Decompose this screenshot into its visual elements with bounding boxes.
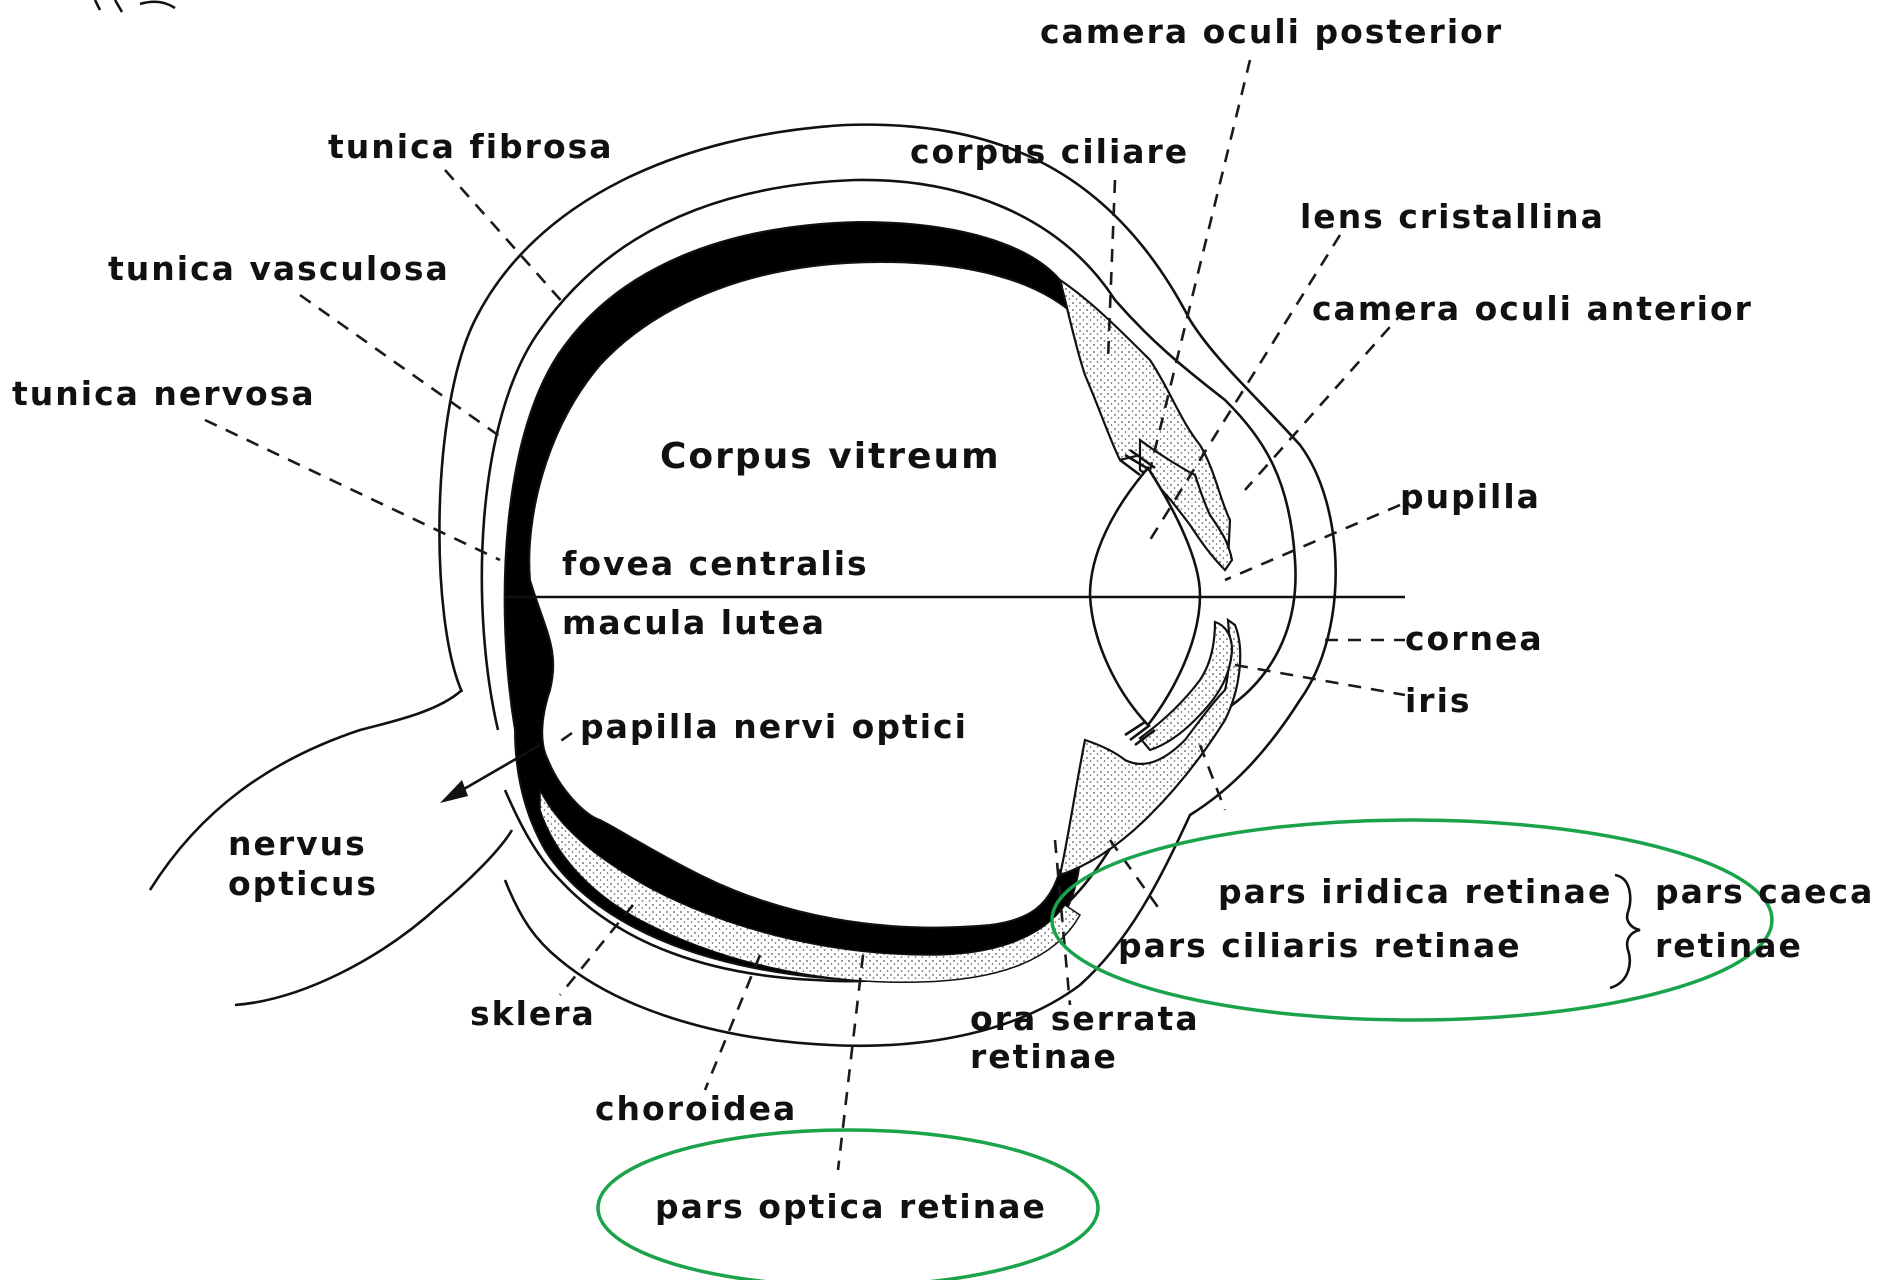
corner-fragment: [95, 0, 175, 12]
label-tunica-fibrosa: tunica fibrosa: [328, 127, 614, 166]
label-camera-oculi-anterior: camera oculi anterior: [1312, 289, 1753, 328]
label-choroidea: choroidea: [595, 1089, 797, 1128]
label-ora-serrata: ora serrata: [970, 999, 1200, 1038]
label-tunica-vasculosa: tunica vasculosa: [108, 249, 450, 288]
leader-pupilla: [1225, 505, 1400, 580]
label-corpus-ciliare: corpus ciliare: [910, 132, 1189, 171]
label-iris: iris: [1405, 681, 1472, 720]
label-pars-caeca: pars caeca: [1655, 872, 1874, 911]
label-pars-optica-retinae: pars optica retinae: [655, 1187, 1047, 1226]
leader-tunica-vasculosa: [300, 295, 505, 440]
label-sklera: sklera: [470, 994, 596, 1033]
leader-choroidea: [705, 955, 760, 1090]
label-tunica-nervosa: tunica nervosa: [12, 374, 316, 413]
label-papilla-nervi-optici: papilla nervi optici: [580, 707, 968, 746]
leader-tunica-fibrosa: [445, 170, 565, 305]
label-fovea-centralis: fovea centralis: [562, 544, 869, 583]
label-nervus: nervus: [228, 824, 367, 863]
nervus-opticus-arrow-head: [440, 780, 468, 803]
label-macula-lutea: macula lutea: [562, 603, 826, 642]
choroid-stipple-lower: [540, 790, 1080, 982]
pars-caeca-brace: [1610, 875, 1640, 988]
label-ora-serrata-retinae: retinae: [970, 1037, 1118, 1076]
label-pars-ciliaris-retinae: pars ciliaris retinae: [1118, 926, 1522, 965]
leader-pars-optica: [838, 955, 863, 1170]
label-corpus-vitreum: Corpus vitreum: [660, 436, 1001, 477]
label-opticus: opticus: [228, 864, 378, 903]
leader-tunica-nervosa: [205, 420, 500, 560]
label-lens-cristallina: lens cristallina: [1300, 197, 1605, 236]
label-pars-iridica-retinae: pars iridica retinae: [1218, 872, 1612, 911]
label-pupilla: pupilla: [1400, 477, 1541, 516]
label-camera-oculi-posterior: camera oculi posterior: [1040, 12, 1503, 51]
label-retinae: retinae: [1655, 926, 1803, 965]
leader-papilla-nervi-optici: [555, 733, 572, 745]
label-cornea: cornea: [1405, 619, 1544, 658]
highlight-ellipse-pars-caeca: [1052, 820, 1772, 1020]
leader-camera-oculi-anterior: [1245, 310, 1405, 490]
